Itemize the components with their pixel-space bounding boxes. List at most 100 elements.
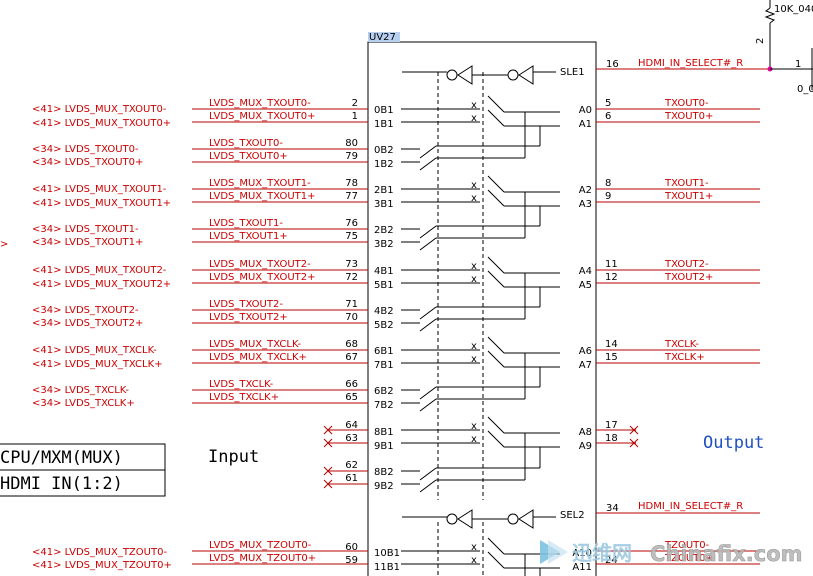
output-pin: 12 [605, 272, 618, 283]
sel1-label: SLE1 [560, 67, 585, 78]
port-label: 3B2 [374, 239, 394, 250]
svg-text:x: x [471, 274, 477, 285]
svg-text:x: x [471, 261, 477, 272]
output-port: A4 [579, 266, 592, 277]
pin-number: 65 [345, 392, 358, 403]
net-label: LVDS_MUX_TXCLK- [209, 339, 301, 350]
chip-ref: UV27 [369, 32, 396, 43]
port-label: 7B1 [374, 360, 394, 371]
pin-number: 59 [345, 555, 358, 566]
watermark-cn: 迅维网 [572, 541, 632, 565]
output-pin: 18 [605, 433, 618, 444]
channel-group-txclk: x x [192, 336, 760, 412]
output-port: A3 [579, 199, 592, 210]
offpage-label: <34> LVDS_TXCLK- [32, 385, 129, 396]
output-pin: 15 [605, 352, 618, 363]
sel2-net: HDMI_IN_SELECT#_R [638, 501, 743, 512]
pin-number: 80 [345, 138, 358, 149]
output-port: A10 [572, 548, 592, 559]
pin-number: 67 [345, 352, 358, 363]
pin-number: 62 [345, 460, 358, 471]
offpage-label: <34> LVDS_TXOUT2+ [32, 318, 143, 329]
output-net: TXCLK+ [664, 352, 705, 363]
net-label: LVDS_TXCLK+ [209, 392, 279, 403]
port-label: 6B1 [374, 346, 394, 357]
net-label: LVDS_MUX_TXOUT1+ [209, 191, 316, 202]
pin-number: 77 [345, 191, 358, 202]
net-label: LVDS_MUX_TXOUT1- [209, 178, 311, 189]
output-net: TXOUT1+ [664, 191, 713, 202]
offpage-label: <41> LVDS_MUX_TZOUT0+ [32, 560, 172, 571]
offpage-label: <34> LVDS_TXOUT2- [32, 305, 139, 316]
output-pin: 17 [605, 420, 618, 431]
net-label: LVDS_TXOUT0- [209, 138, 283, 149]
sel1-net: HDMI_IN_SELECT#_R [638, 58, 743, 69]
offpage-label: <41> LVDS_MUX_TXCLK- [32, 345, 157, 356]
offpage-label: <41> LVDS_MUX_TXOUT2+ [32, 279, 171, 290]
chinafix-watermark: 迅维网 Chinafix.com [540, 540, 803, 566]
output-pin: 9 [605, 191, 611, 202]
pin-number: 63 [345, 433, 358, 444]
net-label: LVDS_MUX_TZOUT0- [209, 540, 312, 551]
port-label: 9B1 [374, 441, 394, 452]
output-pin: 11 [605, 259, 618, 270]
output-port: A5 [579, 280, 592, 291]
port-label: 0B2 [374, 145, 394, 156]
svg-text:x: x [471, 555, 477, 566]
svg-text:x: x [471, 434, 477, 445]
net-label: LVDS_TXOUT1- [209, 218, 283, 229]
port-label: 8B1 [374, 427, 394, 438]
net-label: LVDS_TXCLK- [209, 379, 274, 390]
port-label: 4B2 [374, 306, 394, 317]
pin-number: 79 [345, 151, 358, 162]
svg-text:x: x [471, 100, 477, 111]
output-net: TXOUT0+ [664, 111, 713, 122]
note-box-line1: CPU/MXM(MUX) [0, 448, 123, 468]
output-port: A7 [579, 360, 592, 371]
resistor-pin-1: 1 [795, 59, 801, 70]
net-label: LVDS_TXOUT2- [209, 299, 283, 310]
offpage-label: <41> LVDS_MUX_TXCLK+ [32, 359, 163, 370]
pin-number: 1 [352, 111, 358, 122]
pin-number: 76 [345, 218, 358, 229]
port-label: 10B1 [374, 548, 400, 559]
sel2-pin: 34 [606, 503, 619, 514]
port-label: 1B2 [374, 159, 394, 170]
offpage-label: <41> LVDS_MUX_TXOUT2- [32, 265, 167, 276]
sel2-buffer-symbol [402, 509, 556, 529]
port-label: 5B2 [374, 320, 394, 331]
net-label: LVDS_MUX_TXOUT0+ [209, 111, 316, 122]
resistor-symbol [764, 0, 813, 90]
output-port: A11 [572, 562, 592, 573]
svg-text:x: x [471, 113, 477, 124]
svg-text:x: x [471, 354, 477, 365]
port-label: 11B1 [374, 562, 400, 573]
net-label: LVDS_TXOUT2+ [209, 312, 288, 323]
output-net: TXCLK- [664, 339, 699, 350]
output-pin: 24 [605, 555, 618, 566]
output-port: A1 [579, 119, 592, 130]
port-label: 2B1 [374, 185, 394, 196]
output-port: A6 [579, 346, 592, 357]
channel-group-txout1: x x [192, 175, 760, 251]
channel-group-unused: x x [323, 416, 639, 493]
port-label: 7B2 [374, 400, 394, 411]
port-label: 6B2 [374, 386, 394, 397]
pin-number: 2 [352, 98, 358, 109]
pin-number: 64 [345, 420, 358, 431]
output-net: TXOUT2+ [664, 272, 713, 283]
sel1-pin: 16 [606, 59, 619, 70]
output-port: A0 [579, 105, 592, 116]
svg-text:x: x [471, 421, 477, 432]
channel-group-tzout0: x x [192, 537, 760, 576]
svg-text:x: x [471, 180, 477, 191]
net-label: LVDS_TXOUT1+ [209, 231, 288, 242]
net-label: LVDS_MUX_TXOUT2+ [209, 272, 316, 283]
pin-number: 78 [345, 178, 358, 189]
note-box-line2: HDMI IN(1:2) [0, 474, 123, 494]
net-label: LVDS_TXOUT0+ [209, 151, 288, 162]
offpage-label: <41> LVDS_MUX_TXOUT0- [32, 104, 167, 115]
resistor-pin-2: 2 [755, 38, 766, 44]
output-port: A9 [579, 441, 592, 452]
